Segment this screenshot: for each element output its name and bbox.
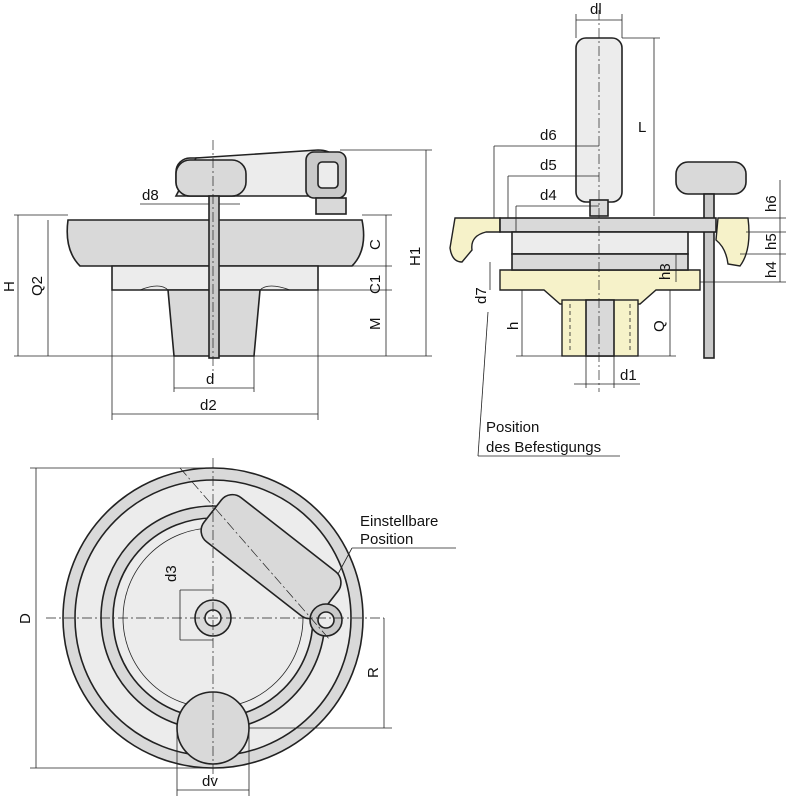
note-position-line2: des Befestigungs: [486, 439, 601, 456]
front-handle-grip: [175, 159, 247, 197]
section-plate-low: [511, 253, 689, 271]
front-lock-knob-inner: [317, 161, 339, 189]
label-dv: dv: [202, 773, 218, 790]
label-d8: d8: [142, 187, 159, 204]
section-hub-band: [499, 269, 701, 305]
label-d7: d7: [473, 287, 490, 304]
section-rim-left: [449, 217, 501, 263]
label-d3: d3: [163, 565, 180, 582]
label-h6: h6: [763, 195, 780, 212]
section-knob: [675, 161, 747, 195]
section-bore: [585, 299, 615, 357]
label-M: M: [367, 318, 384, 331]
top-centerline-diag: [179, 467, 331, 641]
label-h: h: [505, 322, 522, 330]
label-h3: h3: [657, 263, 674, 280]
top-handle: [200, 493, 342, 620]
section-plate-top: [499, 217, 717, 233]
section-plate-mid: [511, 231, 689, 255]
front-lock-base: [315, 197, 347, 215]
label-d5: d5: [540, 157, 557, 174]
label-d4: d4: [540, 187, 557, 204]
section-view: dl L d6 d5 d4: [449, 1, 786, 457]
front-axle-pin: [208, 195, 220, 359]
label-D: D: [17, 613, 34, 624]
label-d2: d2: [200, 397, 217, 414]
label-h4: h4: [763, 261, 780, 278]
label-dl: dl: [590, 1, 602, 18]
top-view: D d3 R dv Einstellbare Position: [17, 458, 456, 796]
label-H1: H1: [407, 247, 424, 266]
label-C: C: [367, 239, 384, 250]
front-view: d8 H Q2 C C1 M H1 d d2: [1, 140, 432, 420]
label-h5: h5: [763, 233, 780, 250]
label-C1: C1: [367, 275, 384, 294]
front-hub-fillets: [139, 285, 291, 291]
label-d6: d6: [540, 127, 557, 144]
note-adjustable-line1: Einstellbare: [360, 513, 438, 530]
label-R: R: [365, 667, 382, 678]
label-Q: Q: [651, 320, 668, 332]
note-position-line1: Position: [486, 419, 539, 436]
label-Q2: Q2: [29, 276, 46, 296]
label-L: L: [638, 119, 646, 136]
note-adjustable-line2: Position: [360, 531, 413, 548]
section-rim-right: [715, 217, 750, 267]
section-knob-pin: [703, 193, 715, 359]
label-d: d: [206, 371, 214, 388]
top-lock-knob-inner: [317, 611, 335, 629]
label-d1: d1: [620, 367, 637, 384]
label-H: H: [1, 281, 18, 292]
